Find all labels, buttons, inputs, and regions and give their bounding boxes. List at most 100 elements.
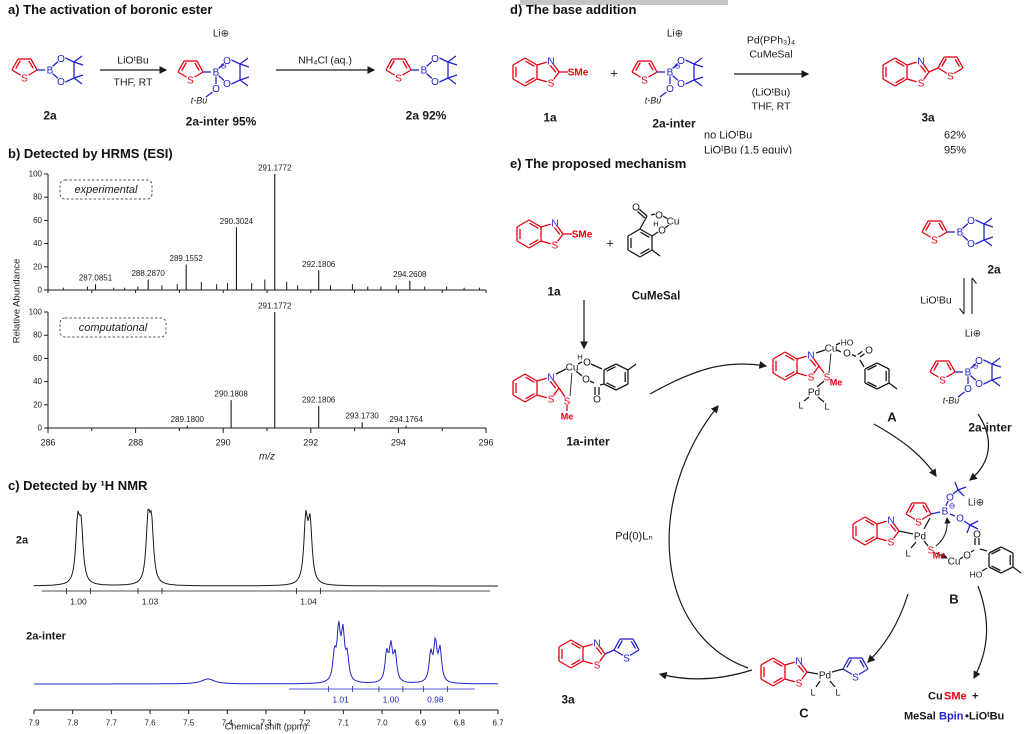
svg-text:Li⊕: Li⊕ <box>213 29 229 40</box>
svg-text:Li⊕: Li⊕ <box>667 29 683 40</box>
svg-text:CuMeSal: CuMeSal <box>632 291 681 303</box>
svg-text:LiOᵗBu: LiOᵗBu <box>117 55 149 67</box>
svg-text:O: O <box>975 379 983 390</box>
svg-text:100: 100 <box>29 170 43 179</box>
svg-text:2a-inter: 2a-inter <box>26 631 66 643</box>
svg-text:290.3024: 290.3024 <box>220 217 254 226</box>
svg-text:Li⊕: Li⊕ <box>968 498 984 509</box>
svg-text:+: + <box>606 236 614 251</box>
svg-text:+: + <box>610 66 618 81</box>
svg-text:7.0: 7.0 <box>376 719 388 728</box>
svg-text:40: 40 <box>33 239 42 248</box>
svg-text:O: O <box>655 211 663 222</box>
svg-text:7.1: 7.1 <box>338 719 350 728</box>
svg-text:Pd(0)Lₙ: Pd(0)Lₙ <box>615 531 652 543</box>
svg-text:Cu: Cu <box>928 691 943 703</box>
svg-text:7.3: 7.3 <box>260 719 272 728</box>
svg-text:O: O <box>431 54 439 65</box>
svg-text:292.1806: 292.1806 <box>302 260 336 269</box>
svg-text:288.2870: 288.2870 <box>131 269 165 278</box>
svg-text:Pd(PPh₃)₄: Pd(PPh₃)₄ <box>747 35 795 47</box>
svg-text:⊖: ⊖ <box>674 62 681 71</box>
svg-text:2a-inter 95%: 2a-inter 95% <box>186 115 257 129</box>
svg-text:LiOᵗBu (1.5 equiv): LiOᵗBu (1.5 equiv) <box>704 145 792 155</box>
svg-text:N: N <box>593 639 600 650</box>
svg-text:289.1800: 289.1800 <box>171 415 205 424</box>
svg-text:B: B <box>421 66 428 77</box>
svg-text:2a-inter: 2a-inter <box>968 421 1012 435</box>
svg-text:7.4: 7.4 <box>222 719 234 728</box>
svg-text:THF, RT: THF, RT <box>114 77 153 89</box>
svg-text:N: N <box>551 219 558 230</box>
svg-text:C: C <box>799 706 809 721</box>
svg-text:S: S <box>641 76 648 87</box>
svg-text:A: A <box>887 410 897 425</box>
svg-text:O: O <box>593 395 601 406</box>
svg-text:O: O <box>967 239 975 250</box>
svg-text:62%: 62% <box>944 130 966 142</box>
svg-text:2a: 2a <box>16 535 29 547</box>
svg-text:L: L <box>798 401 803 411</box>
svg-text:S: S <box>552 241 559 252</box>
svg-text:N: N <box>807 351 814 362</box>
svg-text:SMe: SMe <box>572 230 593 241</box>
svg-text:O: O <box>964 384 972 395</box>
svg-text:O: O <box>431 77 439 88</box>
panel-d-title: d) The base addition <box>510 2 637 17</box>
svg-text:1a: 1a <box>547 285 561 299</box>
svg-text:S: S <box>395 74 402 85</box>
svg-text:1.00: 1.00 <box>70 597 87 607</box>
svg-text:80: 80 <box>33 193 42 202</box>
svg-text:⊖: ⊖ <box>220 62 227 71</box>
svg-text:291.1772: 291.1772 <box>258 302 292 311</box>
svg-text:S: S <box>796 679 803 690</box>
svg-text:m/z: m/z <box>259 452 275 463</box>
svg-text:HO: HO <box>841 338 854 348</box>
svg-text:288: 288 <box>128 438 143 448</box>
svg-text:S: S <box>947 72 954 83</box>
svg-text:B: B <box>667 68 674 79</box>
svg-text:S: S <box>918 79 925 90</box>
svg-text:MeSal: MeSal <box>904 711 936 723</box>
svg-text:80: 80 <box>33 331 42 340</box>
svg-text:O: O <box>843 349 851 360</box>
scan-artifact-bar <box>520 0 728 5</box>
svg-text:S: S <box>888 538 895 549</box>
svg-text:Me: Me <box>830 378 843 388</box>
svg-text:290: 290 <box>216 438 231 448</box>
svg-text:L: L <box>824 402 829 412</box>
svg-text:3a: 3a <box>921 111 935 125</box>
svg-text:292.1806: 292.1806 <box>302 395 336 404</box>
svg-text:296: 296 <box>478 438 493 448</box>
svg-text:H: H <box>577 353 582 362</box>
svg-text:O: O <box>956 514 964 525</box>
svg-text:2a-inter: 2a-inter <box>652 117 696 131</box>
svg-text:O: O <box>975 356 983 367</box>
svg-text:Me: Me <box>933 551 946 561</box>
mechanism-scheme: NSSMeOOCuOHSBOOLi⊕SB⊖OOOt-BuNSCuHOOOSMeN… <box>512 203 1022 723</box>
svg-text:6.8: 6.8 <box>454 719 466 728</box>
svg-text:1.04: 1.04 <box>300 597 317 607</box>
svg-text:Cu: Cu <box>825 344 838 355</box>
svg-text:7.2: 7.2 <box>299 719 311 728</box>
svg-text:O: O <box>677 79 685 90</box>
svg-text:7.8: 7.8 <box>67 719 79 728</box>
svg-text:S: S <box>808 373 815 384</box>
svg-text:Pd: Pd <box>808 388 820 399</box>
svg-text:L: L <box>810 688 815 698</box>
svg-text:60: 60 <box>33 354 42 363</box>
svg-text:S: S <box>21 74 28 85</box>
svg-text:0: 0 <box>38 286 43 295</box>
svg-text:7.6: 7.6 <box>144 719 156 728</box>
svg-text:1.01: 1.01 <box>332 695 349 705</box>
svg-text:100: 100 <box>29 308 43 317</box>
svg-text:60: 60 <box>33 216 42 225</box>
panel-c-title: c) Detected by ¹H NMR <box>8 478 148 493</box>
svg-text:O: O <box>666 84 674 95</box>
svg-text:NH₄Cl (aq.): NH₄Cl (aq.) <box>298 55 352 67</box>
svg-text:Chemical shift (ppm): Chemical shift (ppm) <box>225 722 308 732</box>
svg-text:HO: HO <box>970 570 983 580</box>
svg-text:Li⊕: Li⊕ <box>965 329 981 340</box>
